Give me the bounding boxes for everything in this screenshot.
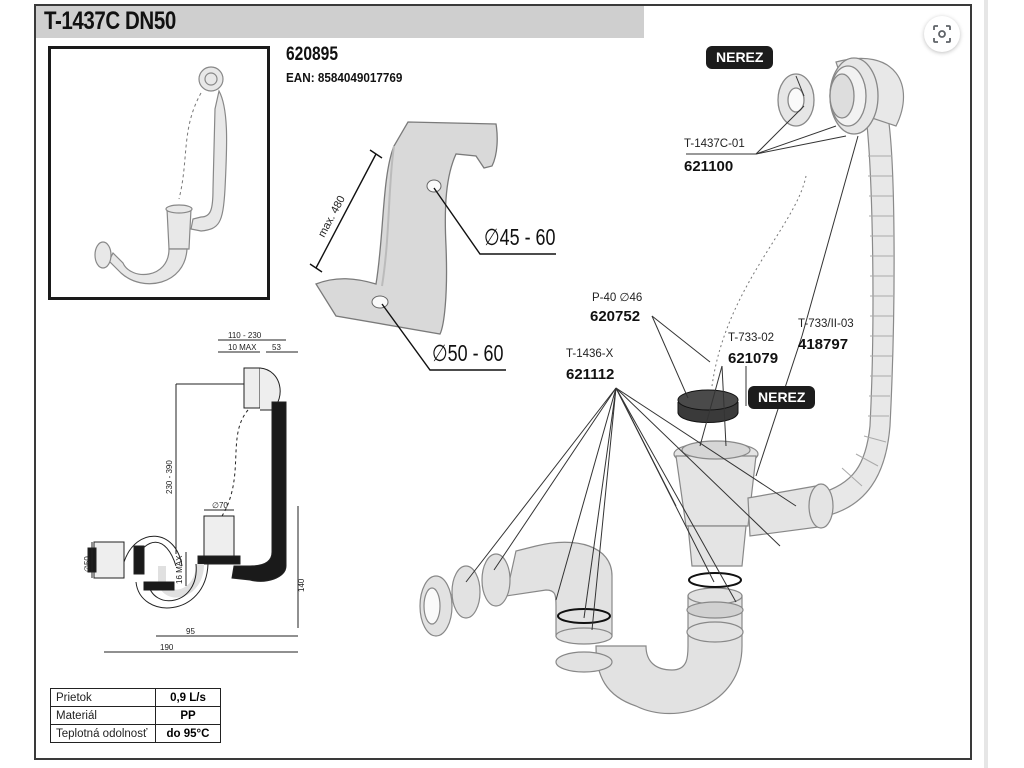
thumbnail-drawing bbox=[94, 66, 228, 285]
dim-label: 110 - 230 bbox=[228, 331, 262, 340]
dim-label: 190 bbox=[160, 643, 174, 652]
dim-label: 95 bbox=[186, 627, 195, 636]
siphon-trap bbox=[419, 541, 744, 714]
callout-label-t73302: T-733-02 bbox=[728, 332, 775, 344]
nerez-badge-middle: NEREZ bbox=[748, 386, 816, 409]
nerez-badge-top: NEREZ bbox=[706, 46, 774, 69]
technical-drawing bbox=[87, 339, 299, 653]
spec-key: Prietok bbox=[50, 688, 156, 707]
drain-plug bbox=[677, 389, 739, 423]
diameter-upper: ∅45 - 60 bbox=[484, 224, 556, 250]
scrollbar[interactable] bbox=[984, 0, 988, 768]
dim-label: 53 bbox=[272, 343, 281, 352]
title-bar: T-1437C DN50 bbox=[36, 6, 644, 38]
callout-code-621100: 621100 bbox=[684, 158, 734, 175]
leader-lines bbox=[465, 75, 859, 631]
specs-table: Prietok 0,9 L/s Materiál PP Teplotná odo… bbox=[50, 688, 221, 743]
dimension-labels: 110 - 230 10 MAX 53 230 - 390 ∅70 16 MAX… bbox=[83, 331, 306, 652]
mounting-plate bbox=[315, 121, 498, 335]
spec-key: Teplotná odolnosť bbox=[50, 724, 156, 743]
drain-body bbox=[673, 440, 834, 567]
dim-label: ∅50 bbox=[83, 556, 92, 572]
dim-label: 16 MAX bbox=[175, 555, 184, 584]
dim-label: 230 - 390 bbox=[165, 460, 174, 494]
callout-label-t733ii03: T-733/II-03 bbox=[798, 318, 854, 330]
exploded-diagram: max. 480 bbox=[83, 57, 905, 714]
spec-value: 0,9 L/s bbox=[155, 688, 221, 707]
spec-value: PP bbox=[155, 706, 221, 725]
dim-label: 140 bbox=[297, 578, 306, 592]
lens-search-button[interactable] bbox=[924, 16, 960, 52]
callout-label-p40: P-40 ∅46 bbox=[592, 292, 643, 304]
product-title: T-1437C DN50 bbox=[44, 7, 176, 35]
callout-code-621079: 621079 bbox=[728, 350, 779, 367]
product-sheet: T-1437C DN50 620895 EAN: 8584049017769 bbox=[34, 4, 972, 760]
product-code: 620895 bbox=[286, 44, 338, 65]
dim-label: ∅70 bbox=[212, 501, 228, 510]
callout-code-621112: 621112 bbox=[566, 366, 615, 383]
overflow-head bbox=[777, 57, 879, 135]
dim-label: 10 MAX bbox=[228, 343, 257, 352]
callout-label-t1436x: T-1436-X bbox=[566, 348, 614, 360]
callout-label-t1437c01: T-1437C-01 bbox=[684, 138, 745, 150]
ean-code: EAN: 8584049017769 bbox=[286, 70, 403, 85]
chain bbox=[711, 175, 807, 387]
callout-code-418797: 418797 bbox=[798, 336, 849, 353]
diameter-lower: ∅50 - 60 bbox=[432, 340, 504, 366]
spec-key: Materiál bbox=[50, 706, 156, 725]
specs-row: Teplotná odolnosť do 95°C bbox=[50, 724, 221, 743]
specs-row: Materiál PP bbox=[50, 706, 221, 725]
spec-value: do 95°C bbox=[155, 724, 221, 743]
lens-search-icon bbox=[933, 25, 951, 43]
callout-code-620752: 620752 bbox=[590, 308, 641, 325]
thumbnail-frame bbox=[48, 46, 270, 300]
specs-row: Prietok 0,9 L/s bbox=[50, 688, 221, 707]
